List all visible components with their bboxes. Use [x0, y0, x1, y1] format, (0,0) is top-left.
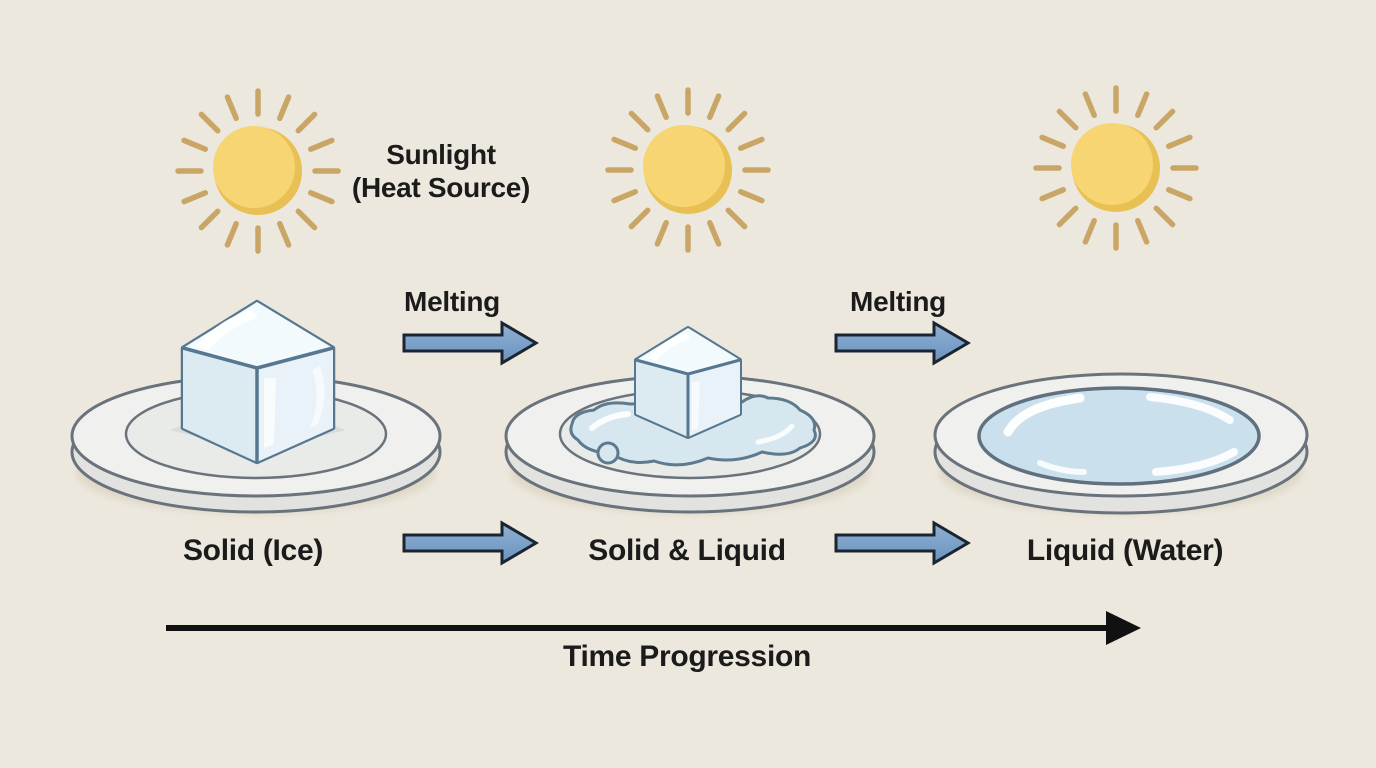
melting-arrow-icon [834, 320, 971, 366]
plate-with-water [933, 372, 1309, 515]
heat-source-label-line1: Sunlight [386, 139, 496, 170]
sun-icon [178, 91, 338, 251]
small-ice-cube-icon [634, 326, 742, 439]
stage-transition-arrow-icon [834, 520, 971, 566]
melting-label-2: Melting [850, 286, 946, 317]
ice-cube-icon [180, 299, 336, 465]
melting-label-1: Melting [404, 286, 500, 317]
stage-label-solid: Solid (Ice) [182, 534, 324, 567]
time-progression-label: Time Progression [562, 640, 812, 673]
heat-source-label-line2: (Heat Source) [351, 172, 531, 203]
stage-label-solid-liquid: Solid & Liquid [588, 534, 786, 567]
stage-transition-arrow-icon [402, 520, 539, 566]
water-surface-icon [977, 386, 1261, 486]
melting-arrow-icon [402, 320, 539, 366]
plate-with-ice-cube [70, 299, 442, 514]
sun-icon [1036, 88, 1196, 248]
time-progression-arrow [166, 611, 1141, 645]
heat-source-label: Sunlight (Heat Source) [352, 138, 530, 204]
sun-icon [608, 90, 768, 250]
water-droplet-icon [596, 441, 620, 465]
stage-label-liquid: Liquid (Water) [1026, 534, 1224, 567]
plate-with-melting-ice [504, 326, 876, 514]
